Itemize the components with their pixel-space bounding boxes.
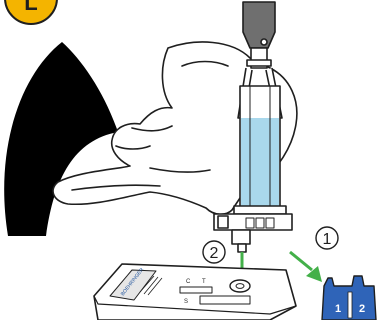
step-number-1: 1 — [316, 227, 338, 249]
cassette-result-window — [180, 287, 212, 293]
cassette-test-mark: T — [202, 279, 206, 285]
step-badge: L — [5, 0, 57, 24]
svg-text:2: 2 — [210, 245, 219, 262]
arrow-cap — [290, 252, 322, 282]
svg-text:1: 1 — [323, 231, 332, 248]
cassette-control-mark: C — [186, 279, 191, 285]
test-cassette: BOEHRINGER C T S — [94, 264, 296, 320]
cassette-sample-mark: S — [184, 299, 188, 305]
pipette-bulb — [243, 2, 275, 48]
blue-cap: 1 2 — [322, 276, 376, 320]
cap-right-number: 2 — [359, 303, 365, 315]
swoosh-shape — [4, 42, 118, 236]
step-badge-letter: L — [24, 0, 37, 15]
pipette-liquid — [241, 118, 279, 206]
step-number-2: 2 — [203, 241, 225, 263]
cap-left-number: 1 — [335, 303, 341, 315]
